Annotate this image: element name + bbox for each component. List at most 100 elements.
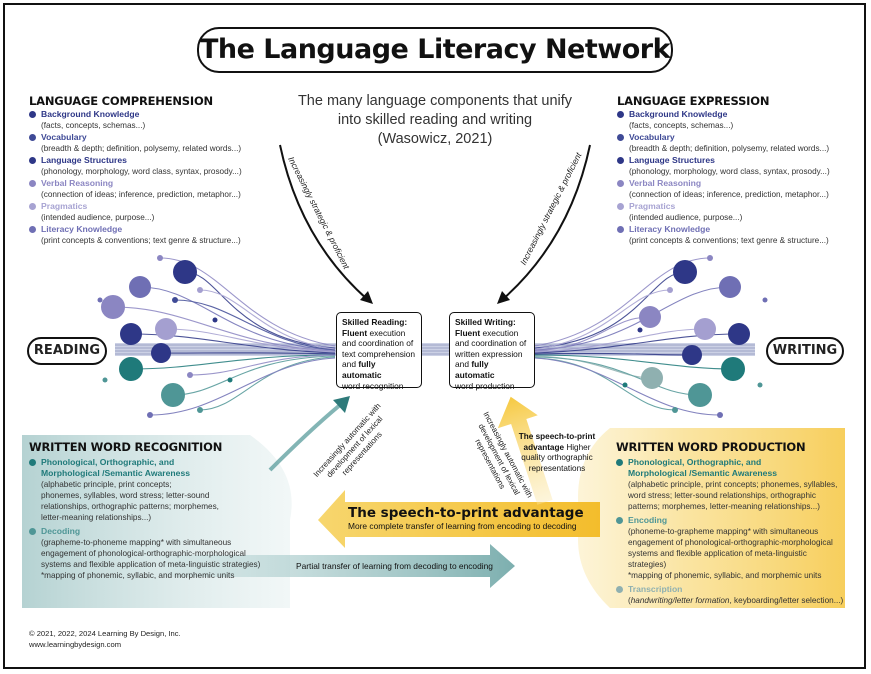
list-item-desc: (intended audience, purpose...) xyxy=(629,213,743,222)
bullet-dot-icon xyxy=(29,226,36,233)
list-item-heading: Transcription xyxy=(616,584,846,595)
list-item: Vocabulary (breadth & depth; definition, … xyxy=(617,132,857,154)
speech-to-print-up-arrow xyxy=(497,396,553,505)
list-item-desc: (print concepts & conventions; text genr… xyxy=(41,236,241,245)
list-item-desc: (phonology, morphology, word class, synt… xyxy=(41,167,242,176)
list-item-heading: Encoding xyxy=(616,515,846,526)
list-item-label-2: Morphological /Semantic Awareness xyxy=(41,468,191,478)
list-item-label: Literacy Knowledge xyxy=(629,224,711,234)
transcription-desc: (handwriting/letter formation, keyboardi… xyxy=(628,596,844,605)
list-item-desc: systems and flexible application of meta… xyxy=(628,549,807,569)
list-item-desc: (facts, concepts, schemas...) xyxy=(629,121,734,130)
comprehension-list: Background Knowledge (facts, concepts, sc… xyxy=(29,109,299,246)
page-frame xyxy=(3,3,866,669)
list-item: Encoding(phoneme-to-grapheme mapping* wi… xyxy=(616,515,846,581)
list-item: Literacy Knowledge(print concepts & conv… xyxy=(29,224,299,246)
recognition-title: WRITTEN WORD RECOGNITION xyxy=(29,440,223,454)
expression-section: LANGUAGE EXPRESSION Background Knowledge… xyxy=(617,94,857,246)
list-item-label: Language Structures xyxy=(629,155,715,165)
list-item-desc: phonemes, syllables, word stress; letter… xyxy=(41,491,210,500)
skilled-reading-line3: text comprehension xyxy=(342,348,416,359)
subtitle-line-1: The many language components that unify xyxy=(297,93,573,109)
skilled-writing-line1: execution xyxy=(480,327,519,338)
list-item-label: Vocabulary xyxy=(629,132,675,142)
skilled-writing-auto: fully automatic xyxy=(455,359,495,380)
skilled-reading-fluent: Fluent xyxy=(342,327,368,338)
list-item-label: Background Knowledge xyxy=(629,109,728,119)
bullet-dot-icon xyxy=(617,226,624,233)
page-title: The Language Literacy Network xyxy=(197,27,673,73)
bullet-dot-icon xyxy=(29,203,36,210)
speech-to-print-note: The speech-to-print advantage Higher qua… xyxy=(512,432,602,474)
list-item-desc: (alphabetic principle, print concepts; p… xyxy=(628,480,838,489)
expression-list: Background Knowledge (facts, concepts, sc… xyxy=(617,109,857,246)
list-item-label: Vocabulary xyxy=(41,132,87,142)
reading-nodes xyxy=(101,260,197,407)
list-item-desc: letter-meaning relationships...) xyxy=(41,513,152,522)
bullet-dot-icon xyxy=(617,134,624,141)
list-item-desc: (connection of ideas; inference, predict… xyxy=(629,190,829,199)
stp-note-title: The speech-to-print xyxy=(518,432,596,441)
list-item-heading: Language Structures xyxy=(617,155,857,166)
bullet-dot-icon xyxy=(29,180,36,187)
expression-title: LANGUAGE EXPRESSION xyxy=(617,94,770,108)
list-item-heading: Pragmatics xyxy=(29,201,299,212)
list-item-heading: Literacy Knowledge xyxy=(617,224,857,235)
list-item-label: Transcription xyxy=(628,584,683,594)
list-item-desc: systems and flexible application of meta… xyxy=(41,560,261,569)
list-item-label: Pragmatics xyxy=(41,201,88,211)
skilled-writing-title: Skilled Writing: xyxy=(455,317,516,327)
list-item-heading: Background Knowledge xyxy=(617,109,857,120)
list-item-label: Background Knowledge xyxy=(41,109,140,119)
writing-label: WRITING xyxy=(766,337,844,365)
list-item-label: Phonological, Orthographic, and xyxy=(41,457,175,467)
skilled-reading-line1: execution xyxy=(367,327,406,338)
list-item: Literacy Knowledge(print concepts & conv… xyxy=(617,224,857,246)
skilled-writing-and: and xyxy=(455,359,472,370)
list-item-desc: *mapping of phonemic, syllabic, and morp… xyxy=(41,571,235,580)
skilled-writing-box: Skilled Writing: Fluent execution and co… xyxy=(449,312,535,391)
bullet-dot-icon xyxy=(29,459,36,466)
subtitle-line-2: into skilled reading and writing xyxy=(337,112,533,128)
list-item-label: Phonological, Orthographic, and xyxy=(628,457,762,467)
skilled-reading-title: Skilled Reading: xyxy=(342,317,408,327)
copyright: © 2021, 2022, 2024 Learning By Design, I… xyxy=(29,629,181,638)
list-item: Transcription xyxy=(616,584,846,595)
bullet-dot-icon xyxy=(616,459,623,466)
list-item-label: Language Structures xyxy=(41,155,127,165)
list-item-desc: (intended audience, purpose...) xyxy=(41,213,155,222)
list-item: Language Structures(phonology, morpholog… xyxy=(617,155,857,177)
list-item-heading: Verbal Reasoning xyxy=(29,178,299,189)
production-region xyxy=(578,428,845,608)
skilled-reading-line5: word recognition xyxy=(342,380,404,391)
stp-note-title2: advantage xyxy=(523,442,565,452)
bullet-dot-icon xyxy=(617,111,624,118)
list-item-label: Pragmatics xyxy=(629,201,676,211)
list-item-desc: relationships, orthographic patterns; mo… xyxy=(41,502,219,511)
list-item: Pragmatics (intended audience, purpose...… xyxy=(617,201,857,223)
subtitle: The many language components that unify … xyxy=(285,92,585,149)
automatic-reading-arrow xyxy=(268,403,342,472)
list-item-desc: (alphabetic principle, print concepts; xyxy=(41,480,172,489)
skilled-writing-line2: and coordination of xyxy=(455,338,527,349)
stp-note-text1: Higher xyxy=(564,442,591,452)
bullet-dot-icon xyxy=(29,157,36,164)
list-item-desc: (breadth & depth; definition, polysemy, … xyxy=(629,144,830,153)
list-item-heading: Vocabulary xyxy=(29,132,299,143)
list-item: Pragmatics (intended audience, purpose...… xyxy=(29,201,299,223)
strategic-arrow-right xyxy=(501,144,591,301)
list-item-heading: Phonological, Orthographic, and xyxy=(29,457,294,468)
skilled-reading-and: and xyxy=(342,359,359,370)
partial-transfer-arrow xyxy=(160,544,515,588)
list-item-heading: Pragmatics xyxy=(617,201,857,212)
list-item-desc: (facts, concepts, schemas...) xyxy=(41,121,146,130)
list-item-label-2: Morphological /Semantic Awareness xyxy=(628,468,778,478)
list-item-label: Decoding xyxy=(41,526,81,536)
bullet-dot-icon xyxy=(617,180,624,187)
list-item-desc: (connection of ideas; inference, predict… xyxy=(41,190,241,199)
list-item-label: Verbal Reasoning xyxy=(41,178,114,188)
